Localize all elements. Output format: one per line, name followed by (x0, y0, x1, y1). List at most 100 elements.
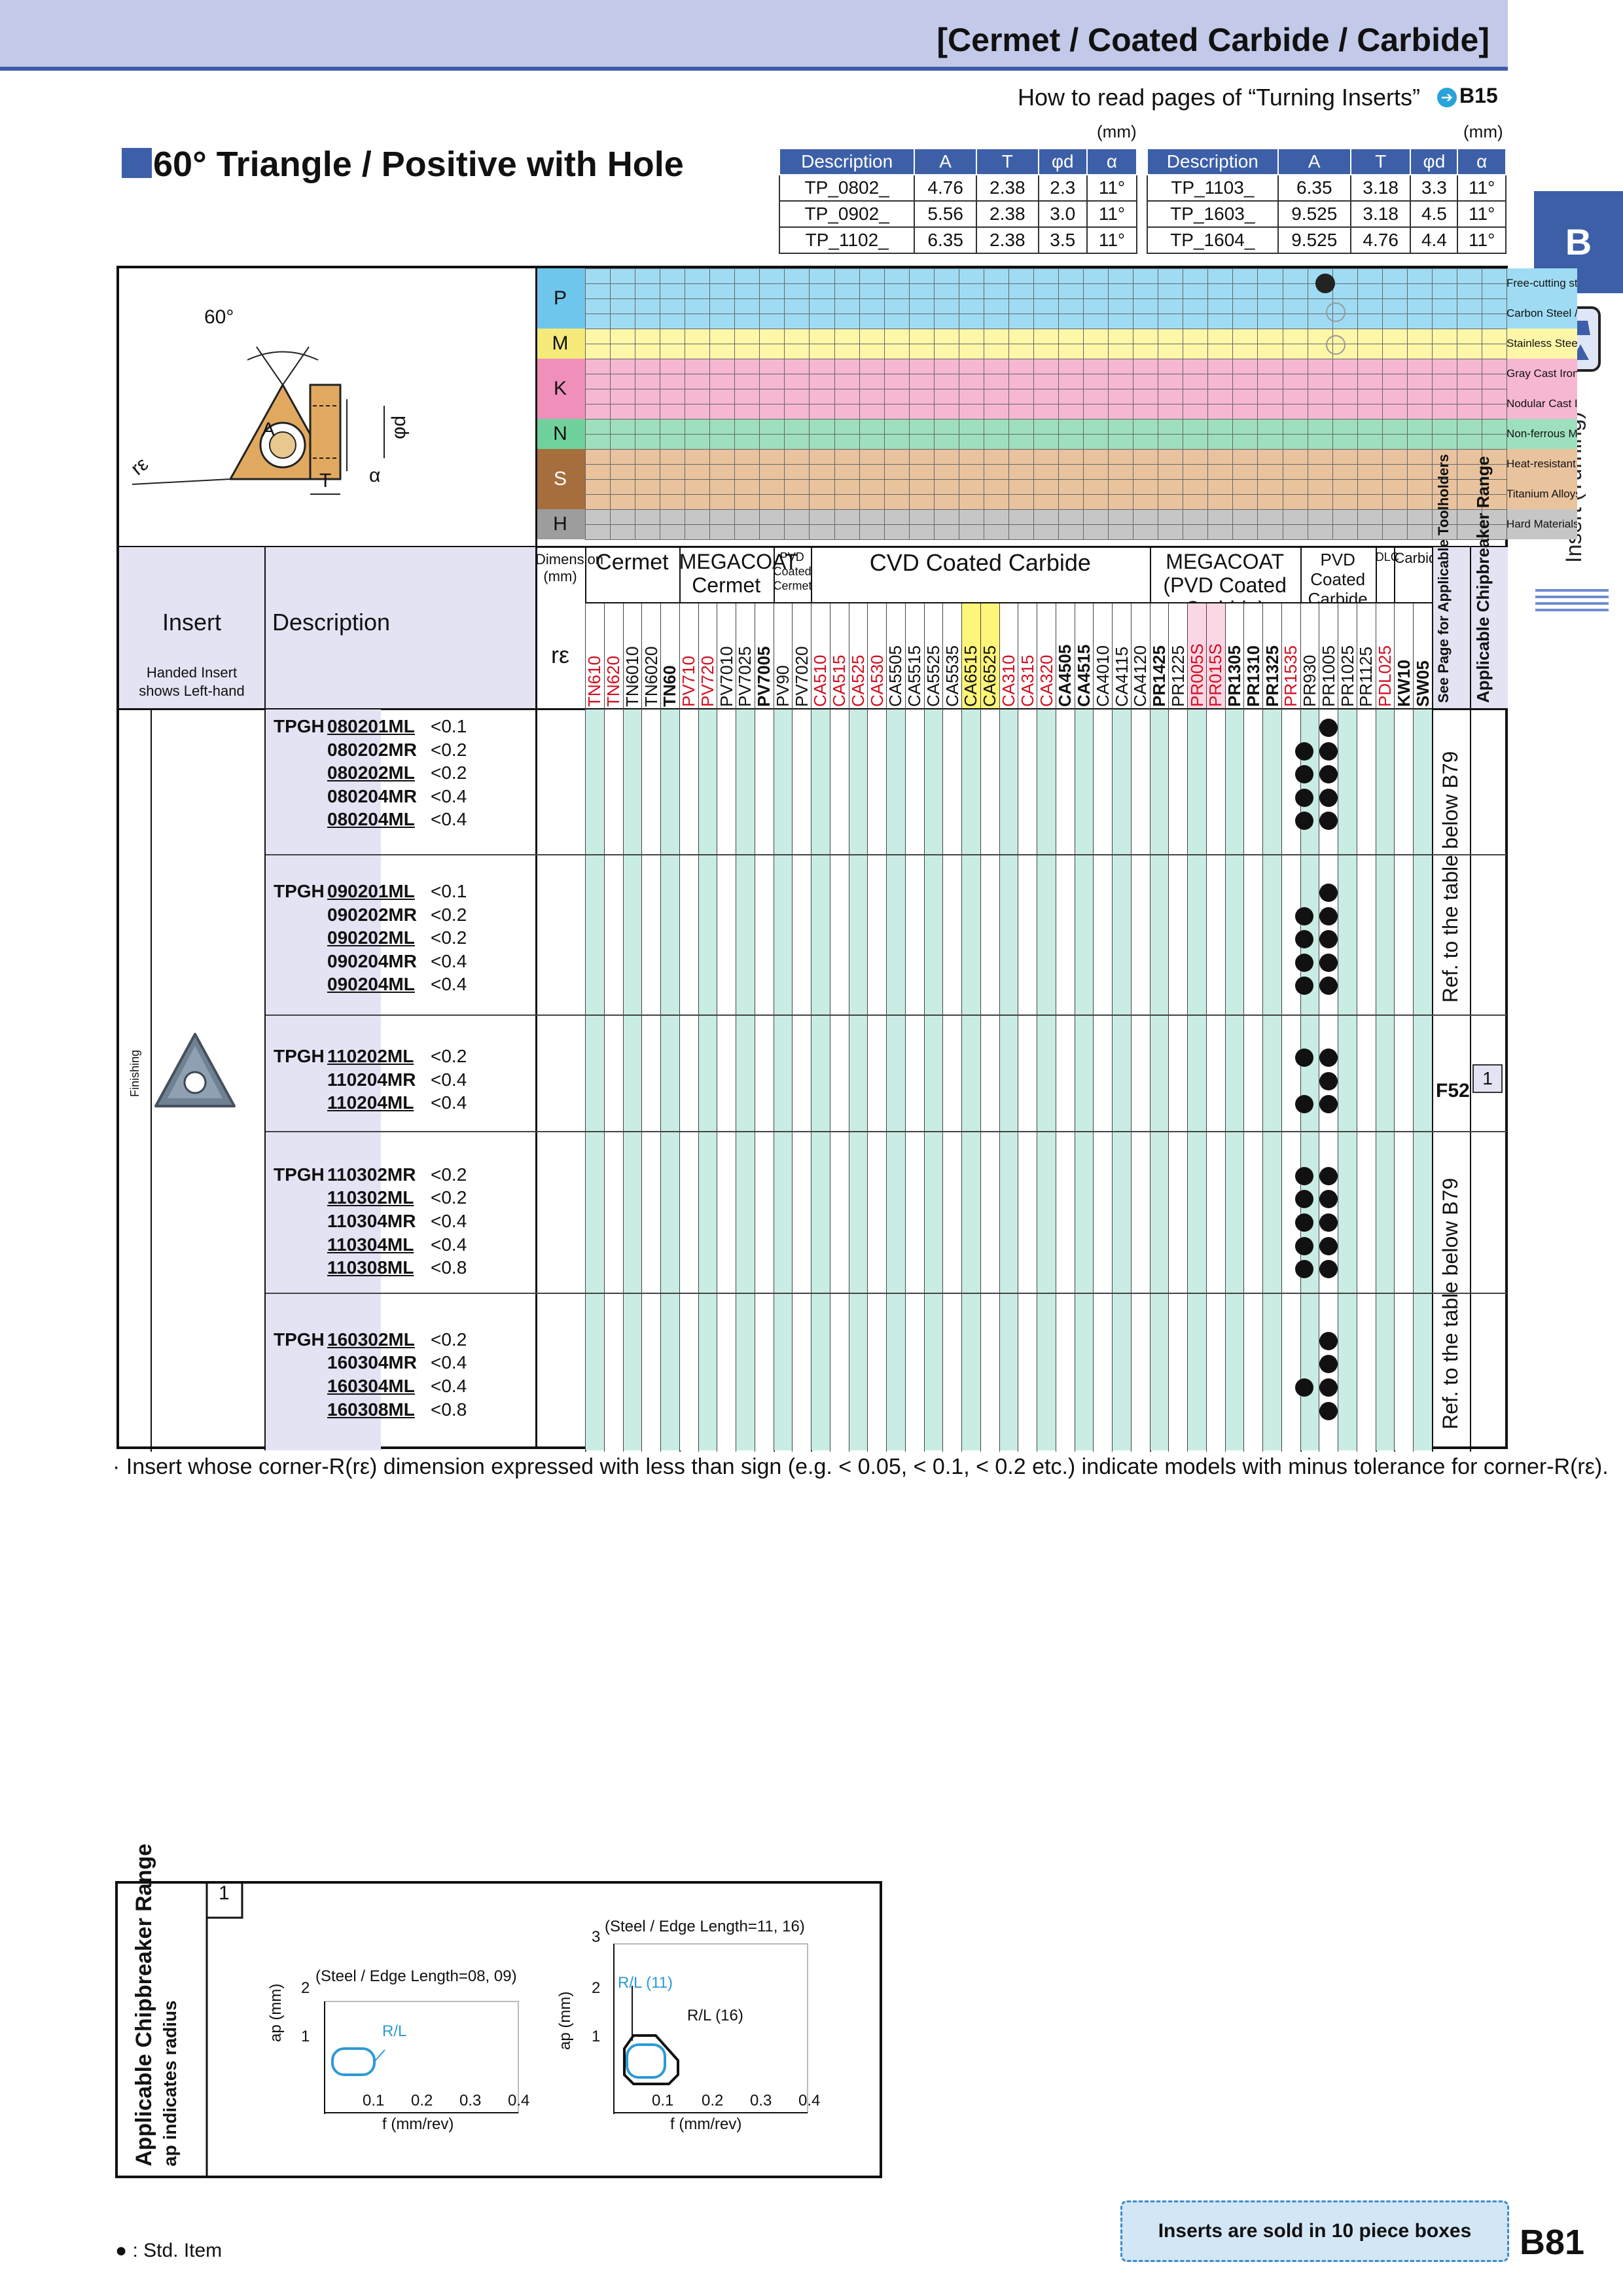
std-item-dot (1319, 1166, 1338, 1185)
insert-code: 090204ML (327, 974, 415, 995)
grade-label: KW10 (1393, 659, 1414, 707)
std-item-dot (1295, 1095, 1314, 1114)
corner-radius: <0.4 (431, 809, 467, 830)
dim-cell: 9.525 (1277, 200, 1351, 228)
grade-label: PR1225 (1168, 645, 1188, 707)
grade-label: TN6020 (641, 646, 661, 708)
grid-line (585, 603, 586, 1452)
grade-label: CA5515 (904, 645, 925, 707)
description-column (266, 709, 381, 1450)
dim-cell: 11° (1086, 200, 1138, 228)
std-item-dot (1295, 742, 1314, 761)
std-item-dot (1295, 1190, 1314, 1209)
dim-header: φd (1037, 148, 1088, 175)
grade-header-cell (1413, 603, 1432, 708)
dim-header: A (914, 148, 977, 175)
grid-line (585, 509, 1507, 510)
grade-label: PV720 (697, 655, 717, 707)
dim-cell: 2.38 (975, 200, 1039, 228)
dim-cell: 3.0 (1037, 200, 1088, 228)
grade-label: CA6525 (980, 645, 1000, 707)
corner-radius: <0.4 (431, 1234, 467, 1255)
grid-line (1187, 603, 1188, 1452)
dim-cell: TP_0802_ (778, 174, 916, 202)
grade-column (980, 709, 999, 1450)
chart2-xtick: 0.3 (750, 2092, 772, 2109)
chart1-xtick: 0.4 (508, 2092, 530, 2109)
grid-line (679, 603, 680, 1452)
grade-header-cell (1281, 603, 1300, 708)
corner-radius: <0.4 (431, 785, 467, 806)
std-item-dot (1295, 1260, 1314, 1279)
grade-column (754, 709, 774, 1450)
grade-label: PV7020 (791, 646, 812, 707)
grade-label: SW05 (1412, 660, 1433, 707)
grade-header-cell (1205, 603, 1225, 708)
grid-line (886, 603, 887, 1452)
divider (119, 546, 1508, 548)
insert-code: 080204MR (327, 785, 417, 806)
chipbreaker-range-panel (115, 1881, 882, 2178)
insert-code: 110302MR (327, 1164, 416, 1185)
grid-line (660, 603, 662, 1452)
std-item-dot (1319, 1378, 1338, 1397)
divider (266, 1014, 1507, 1016)
corner-radius: <0.4 (431, 1211, 467, 1231)
grade-column (1394, 709, 1414, 1450)
grade-label: PR1425 (1149, 645, 1169, 707)
insert-code: 110308ML (327, 1257, 414, 1278)
grade-header-cell (1375, 603, 1395, 708)
chart1-xlabel: f (mm/rev) (382, 2115, 454, 2133)
page-header-title: [Cermet / Coated Carbide / Carbide] (936, 22, 1489, 58)
dim-cell: 4.4 (1410, 226, 1459, 254)
handed-note: Handed Insert shows Left-hand (139, 664, 245, 699)
series-prefix: TPGH (274, 1329, 325, 1350)
grade-column (1112, 709, 1131, 1450)
dim-cell: 2.38 (975, 226, 1039, 254)
howto-link[interactable]: B15 (1459, 84, 1498, 107)
dim-phid-label: φd (388, 415, 410, 440)
grade-label: CA6515 (961, 645, 981, 707)
std-item-dot (1319, 788, 1338, 807)
std-item-dot (1295, 953, 1314, 972)
grade-column (1130, 709, 1150, 1450)
corner-radius: <0.8 (431, 1257, 467, 1278)
grade-label: TN610 (584, 655, 605, 707)
dim-header: Description (1147, 148, 1279, 175)
insert-code: 110204MR (327, 1069, 416, 1090)
series-prefix: TPGH (274, 1046, 325, 1066)
corner-radius: <0.4 (431, 1376, 467, 1396)
grade-header-cell (1130, 603, 1150, 708)
insert-code: 160304MR (327, 1352, 417, 1373)
corner-radius: <0.2 (431, 1187, 467, 1208)
chart2-xtick: 0.1 (652, 2092, 674, 2109)
material-label: Non-ferrous Metals (1507, 419, 1577, 449)
grade-column (1224, 709, 1244, 1450)
std-item-dot (1295, 1049, 1314, 1067)
header-cell (119, 547, 264, 708)
chart2-ytick: 3 (592, 1928, 601, 1946)
corner-radius: <0.4 (431, 974, 467, 995)
material-label: Carbon Steel / Alloy Steel (1507, 298, 1577, 329)
series-prefix: TPGH (274, 881, 325, 901)
arrow-right-icon[interactable]: ➔ (1437, 88, 1457, 107)
grade-column (811, 709, 830, 1450)
grade-column (1375, 709, 1395, 1450)
group-header: PVD Coated Carbide (1308, 550, 1368, 609)
dim-header: α (1457, 148, 1507, 175)
material-code: M (535, 329, 585, 359)
std-item-dot (1319, 1331, 1338, 1350)
material-label: Stainless Steel (1507, 329, 1577, 359)
grade-header-cell (1074, 603, 1094, 708)
grade-header-cell (1168, 603, 1188, 708)
dim-alpha-label: α (369, 465, 381, 486)
std-item-dot (1295, 812, 1314, 831)
std-item-dot (1295, 930, 1314, 949)
grid-line (585, 524, 1507, 525)
grade-header-cell (641, 603, 661, 708)
insert-code: 160304ML (327, 1376, 415, 1396)
